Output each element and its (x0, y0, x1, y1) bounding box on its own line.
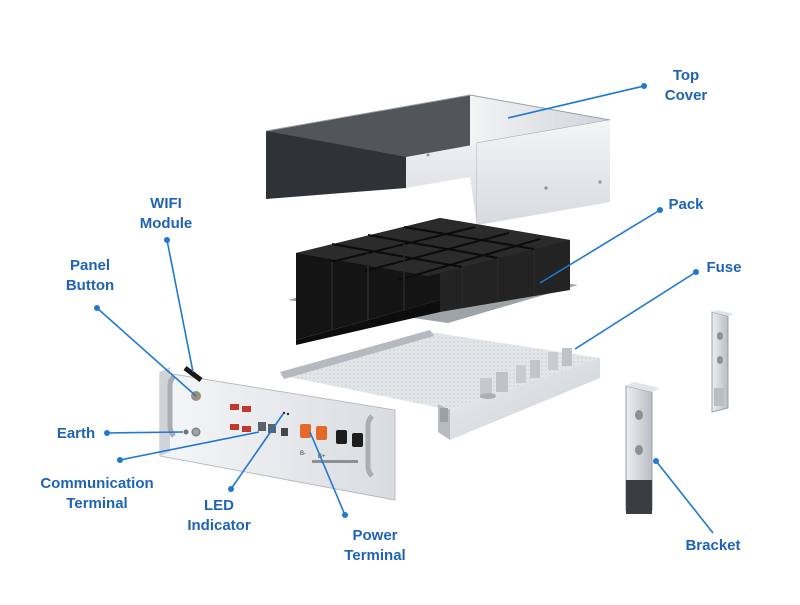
leader-top-cover (507, 85, 645, 119)
label-communication-terminal: Communication Terminal (27, 474, 167, 514)
leader-power-terminal (309, 431, 346, 516)
leader-earth (106, 431, 184, 434)
leader-dot-panel-button (94, 305, 100, 311)
leader-dot-communication-terminal (117, 457, 123, 463)
label-bracket-text: Bracket (685, 537, 741, 554)
label-pack-text: Pack (668, 196, 704, 213)
label-panel-button-line1: Panel (69, 257, 111, 274)
label-top-cover: Top Cover (656, 66, 716, 106)
leader-dot-power-terminal (342, 512, 348, 518)
leader-dot-fuse (693, 269, 699, 275)
leader-dot-led-indicator (228, 486, 234, 492)
label-led-indicator-line1: LED (204, 497, 234, 514)
label-wifi-module-line1: WIFI (150, 195, 182, 212)
leader-panel-button (96, 307, 197, 397)
label-panel-button: Panel Button (55, 256, 125, 296)
label-wifi-module: WIFI Module (126, 194, 206, 234)
leader-communication-terminal (119, 431, 260, 461)
bracket-front (625, 382, 660, 514)
leader-dot-top-cover (641, 83, 647, 89)
leader-dot-earth (104, 430, 110, 436)
leader-dot-wifi-module (164, 237, 170, 243)
label-fuse: Fuse (698, 258, 750, 278)
leader-led-indicator (230, 413, 284, 490)
label-top-cover-line1: Top (672, 67, 700, 84)
leader-lines (94, 83, 714, 534)
label-wifi-module-line2: Module (139, 215, 193, 232)
label-communication-terminal-line1: Communication (40, 475, 154, 492)
label-led-indicator: LED Indicator (178, 496, 260, 536)
label-panel-button-line2: Button (65, 277, 115, 294)
label-top-cover-line2: Cover (664, 87, 708, 104)
terminal-mark-b-plus: B+ (318, 454, 326, 460)
label-power-terminal: Power Terminal (334, 526, 416, 566)
front-panel-part: B- B+ (159, 366, 396, 501)
leader-dot-bracket (653, 458, 659, 464)
label-fuse-text: Fuse (706, 259, 742, 276)
top-cover-part (265, 94, 611, 225)
leader-wifi-module (166, 239, 194, 373)
terminal-mark-b-minus: B- (300, 451, 306, 457)
label-communication-terminal-line2: Terminal (66, 495, 128, 512)
leader-dot-pack (657, 207, 663, 213)
label-earth: Earth (48, 424, 104, 444)
chassis-tray-part (280, 330, 600, 440)
label-earth-text: Earth (56, 425, 96, 442)
leader-fuse (574, 271, 697, 350)
label-pack: Pack (660, 195, 712, 215)
label-bracket: Bracket (678, 536, 748, 556)
battery-pack-part (288, 218, 578, 345)
bracket-rear (711, 310, 734, 413)
label-power-terminal-line1: Power (352, 527, 398, 544)
leader-pack (539, 209, 661, 284)
label-led-indicator-line2: Indicator (187, 517, 251, 534)
leader-bracket (655, 460, 714, 534)
label-power-terminal-line2: Terminal (344, 547, 406, 564)
